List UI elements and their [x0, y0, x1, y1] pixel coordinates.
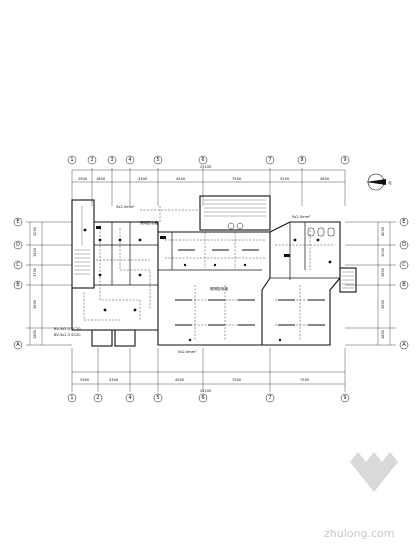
dimension-label: 3200: [280, 177, 290, 181]
axis-bubbles-top: 1 2 3 4 5 6 7 8 9: [67, 155, 350, 165]
dimension-label: 7500: [232, 378, 242, 382]
annotation-label: 照明配电箱: [210, 286, 228, 291]
annotation-label: 照明配电箱: [140, 220, 158, 225]
annotation-label: BV-3x2.5 SC20: [54, 327, 81, 331]
axis-label: E: [402, 219, 405, 225]
dimension-label: 3300: [109, 378, 119, 382]
top-annex-steps: [204, 199, 266, 217]
dimension-label: 7500: [300, 378, 310, 382]
dimension-label: 2900: [80, 378, 90, 382]
dimension-label: 1800: [33, 329, 37, 339]
axis-label: 1: [70, 395, 73, 401]
dimension-label: 1500: [33, 247, 37, 257]
watermark-logo: [350, 452, 398, 492]
axis-label: 9: [343, 157, 346, 163]
axis-bubbles-right: E D C B A: [399, 217, 409, 350]
axis-bubbles-left: E D C B A: [13, 217, 23, 350]
distribution-boxes: [96, 226, 290, 257]
circuit-annotations: 5x2.5mm² BV-3x2.5 SC20 照明配电箱 5x2.5mm² 5x…: [54, 205, 311, 354]
axis-label: 4: [128, 395, 131, 401]
dimension-label: 3000: [381, 247, 385, 257]
toilet-fixtures: [227, 222, 335, 237]
dimension-label: 3800: [320, 177, 330, 181]
fluorescent-fixtures: [175, 249, 325, 326]
dimension-label: 1500: [381, 267, 385, 277]
axis-label: 3: [110, 157, 113, 163]
dimension-label: 4500: [175, 378, 185, 382]
axis-label: 8: [300, 157, 303, 163]
watermark-text: zhulong.com: [324, 527, 394, 540]
dimension-label: 1800: [96, 177, 106, 181]
axis-label: D: [402, 242, 406, 248]
total-dimension-label: 25100: [200, 165, 212, 169]
annotation-label: BV-3x2.5 SC20: [54, 333, 81, 337]
axis-label: 1: [70, 157, 73, 163]
dimension-label: 3300: [138, 177, 148, 181]
axis-label: 2: [90, 157, 93, 163]
annotation-label: 5x2.5mm²: [292, 215, 311, 219]
north-arrow: 北: [366, 173, 392, 191]
interior-walls: [94, 222, 340, 286]
axis-label: 2: [96, 395, 99, 401]
axis-label: 6: [201, 395, 204, 401]
axis-label: 6: [201, 157, 204, 163]
dimension-label: 1800: [381, 329, 385, 339]
dimension-label: 7500: [232, 177, 242, 181]
axis-label: 5: [156, 395, 159, 401]
axis-label: C: [402, 262, 406, 268]
dimension-label: 2900: [78, 177, 88, 181]
axis-label: B: [402, 282, 406, 288]
axis-bubbles-bottom: 1 2 4 5 6 7 9: [67, 393, 350, 403]
axis-label: A: [402, 342, 406, 348]
dimension-texts-bottom: 2900 3300 4500 7500 7500 25100: [80, 378, 310, 393]
dimension-label: 4500: [176, 177, 186, 181]
axis-label: B: [16, 282, 20, 288]
dimension-texts-right: 4000 3000 1500 3600 1800: [381, 226, 385, 339]
point-fixtures: [83, 228, 332, 342]
dimension-label: 3000: [33, 226, 37, 236]
dimension-texts-top: 2900 1800 3300 4500 7500 3200 3800 25100: [78, 165, 330, 181]
dimension-label: 4000: [381, 226, 385, 236]
axis-label: 5: [156, 157, 159, 163]
axis-label: C: [16, 262, 20, 268]
axis-label: E: [16, 219, 19, 225]
dimension-label: 3600: [381, 299, 385, 309]
axis-label: 7: [268, 395, 271, 401]
dimension-label: 3600: [33, 299, 37, 309]
right-steps: [342, 271, 354, 289]
top-dimension-lines: [71, 168, 346, 206]
side-dimension-lines: [26, 221, 396, 346]
dimension-label: 1700: [33, 267, 37, 277]
axis-label: 4: [128, 157, 131, 163]
axis-label: D: [16, 242, 20, 248]
total-dimension-label: 25100: [200, 389, 212, 393]
bottom-dimension-lines: [71, 348, 346, 392]
axis-label: A: [16, 342, 20, 348]
axis-label: 9: [343, 395, 346, 401]
axis-label: 7: [268, 157, 271, 163]
left-stair: [74, 206, 90, 275]
dimension-texts-left: 3000 1500 1700 3600 1800: [33, 226, 37, 339]
annotation-label: 5x2.5mm²: [116, 205, 135, 209]
annotation-label: 5x2.5mm²: [178, 350, 197, 354]
north-label: 北: [388, 180, 392, 185]
